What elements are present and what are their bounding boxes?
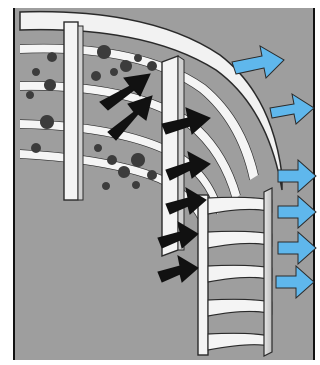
black-arrows — [99, 73, 211, 283]
blue-arrow-icon — [277, 194, 317, 230]
blue-arrow-icon — [277, 230, 317, 266]
black-arrow-icon — [165, 186, 207, 215]
black-arrow-icon — [161, 107, 211, 135]
band-fills — [20, 44, 258, 230]
black-arrow-icon — [99, 73, 151, 111]
outer-wall-top — [19, 10, 283, 191]
louver-stack — [197, 187, 273, 357]
blue-arrow-icon — [231, 45, 285, 80]
blue-arrow-icon — [269, 92, 315, 125]
blue-arrow-icon — [275, 264, 315, 300]
particles — [26, 45, 157, 190]
blue-arrows — [231, 45, 317, 300]
black-arrow-icon — [157, 254, 199, 283]
left-post — [63, 21, 84, 201]
blue-arrow-icon — [277, 158, 317, 194]
black-arrow-icon — [165, 151, 211, 181]
black-arrow-icon — [157, 220, 199, 249]
black-arrow-icon — [107, 95, 153, 141]
